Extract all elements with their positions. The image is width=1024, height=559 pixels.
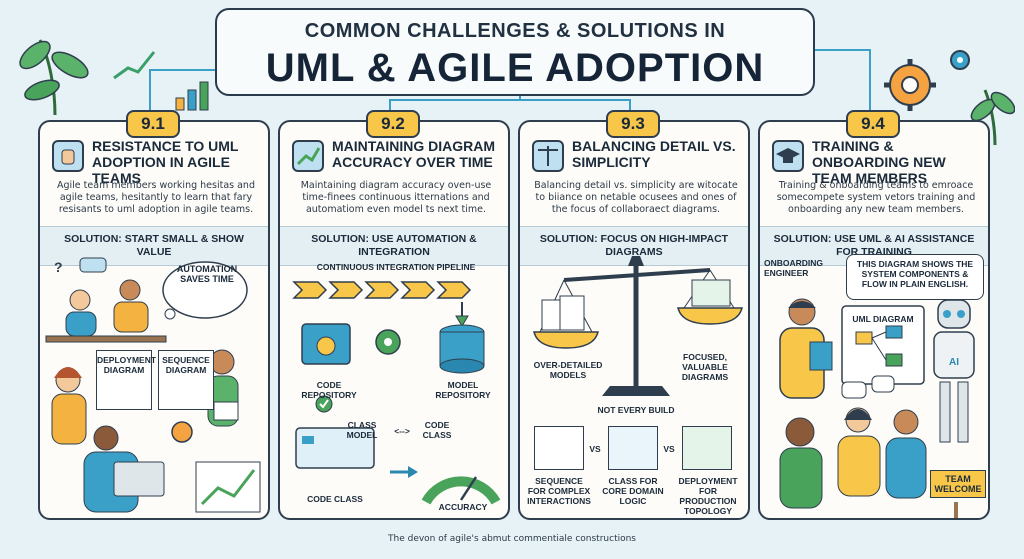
panel-title: Balancing Detail vs. Simplicity [572,138,736,170]
team-illustration: ? [45,257,261,513]
svg-text:?: ? [54,259,63,275]
panel-number-badge: 9.1 [126,110,180,138]
plant-left-icon [19,39,89,116]
small-gear-icon [950,50,970,70]
title-banner: COMMON CHALLENGES & SOLUTIONS IN UML & A… [215,8,815,96]
growth-chart-icon [113,51,156,80]
automation-bubble-text: AUTOMATION SAVES TIME [176,264,238,284]
panel-training: Training & Onboarding New Team Members T… [758,120,990,520]
deployment-diagram-card: DEPLOYMENT DIAGRAM [96,350,156,410]
class-thumbnail [608,426,658,470]
deployment-caption: DEPLOYMENT for PRODUCTION TOPOLOGY [678,476,738,516]
panel-resistance: Resistance to UML Adoption in Agile Team… [38,120,270,520]
deployment-thumbnail [682,426,732,470]
accuracy-label: ACCURACY [438,502,488,512]
panel-number-badge: 9.3 [606,110,660,138]
panel-description: Agile team members working hesitas and a… [57,180,255,215]
not-every-build-label: NOT EVERY BUILD [597,405,675,415]
pipeline-label: CONTINUOUS INTEGRATION PIPELINE [316,262,476,272]
ai-speech-bubble: THIS DIAGRAM SHOWS THE SYSTEM COMPONENTS… [846,254,984,300]
sequence-thumbnail [534,426,584,470]
team-welcome-sign: TEAM WELCOME [930,470,986,498]
class-caption: CLASS for CORE DOMAIN LOGIC [602,476,664,506]
page-title: UML & AGILE ADOPTION [265,46,765,90]
sequence-diagram-card: SEQUENCE DIAGRAM [158,350,214,410]
focused-diagrams-label: FOCUSED, VALUABLE DIAGRAMS [681,352,729,382]
panel-title: Training & Onboarding New Team Members [812,138,946,186]
scale-icon [532,140,564,172]
panel-number-badge: 9.2 [366,110,420,138]
plant-right-icon [970,89,1015,145]
vs-label-2: VS [663,444,675,454]
onboarding-engineer-label: ONBOARDING ENGINEER [764,258,824,278]
panel-description: Training & onboarding teams to emroace s… [776,180,976,215]
code-repository-label: CODE REPOSITORY [301,380,357,400]
graduation-cap-icon [772,140,804,172]
ai-label: AI [949,357,959,368]
footer-caption: The devon of agile's abmut commentiale c… [388,534,636,544]
over-detailed-label: OVER-DETAILED MODELS [533,360,603,380]
thumbs-icon [52,140,84,172]
panel-description: Maintaining diagram accuracy oven-use ti… [300,180,492,215]
panel-number-badge: 9.4 [846,110,900,138]
code-class-box-label: CODE CLASS [307,494,363,504]
panel-balance: Balancing Detail vs. Simplicity Balancin… [518,120,750,520]
pipeline-illustration [292,281,501,505]
panel-accuracy: Maintaining Diagram Accuracy Over Time M… [278,120,510,520]
uml-diagram-label: UML DIAGRAM [852,314,914,324]
panel-solution: SOLUTION: USE AUTOMATION & INTEGRATION [280,226,508,266]
sync-arrows-label: <--> [394,426,410,436]
trend-chart-icon [292,140,324,172]
balance-scale-illustration [533,256,743,396]
sequence-caption: SEQUENCE for COMPLEX INTERACTIONS [527,476,591,506]
model-repository-label: MODEL REPOSITORY [435,380,491,400]
panel-title: Maintaining Diagram Accuracy Over Time [332,138,496,170]
panel-solution: SOLUTION: START SMALL & SHOW VALUE [40,226,268,266]
panel-title: Resistance to UML Adoption in Agile Team… [92,138,239,186]
page-subtitle: COMMON CHALLENGES & SOLUTIONS IN [304,20,726,42]
training-illustration [779,298,975,518]
class-model-label: CLASS MODEL [346,420,378,440]
panel-description: Balancing detail vs. simplicity are wito… [534,180,738,215]
bar-chart-icon [175,81,209,111]
vs-label-1: VS [589,444,601,454]
code-class-label: CODE CLASS [422,420,452,440]
gear-icon [884,59,936,111]
